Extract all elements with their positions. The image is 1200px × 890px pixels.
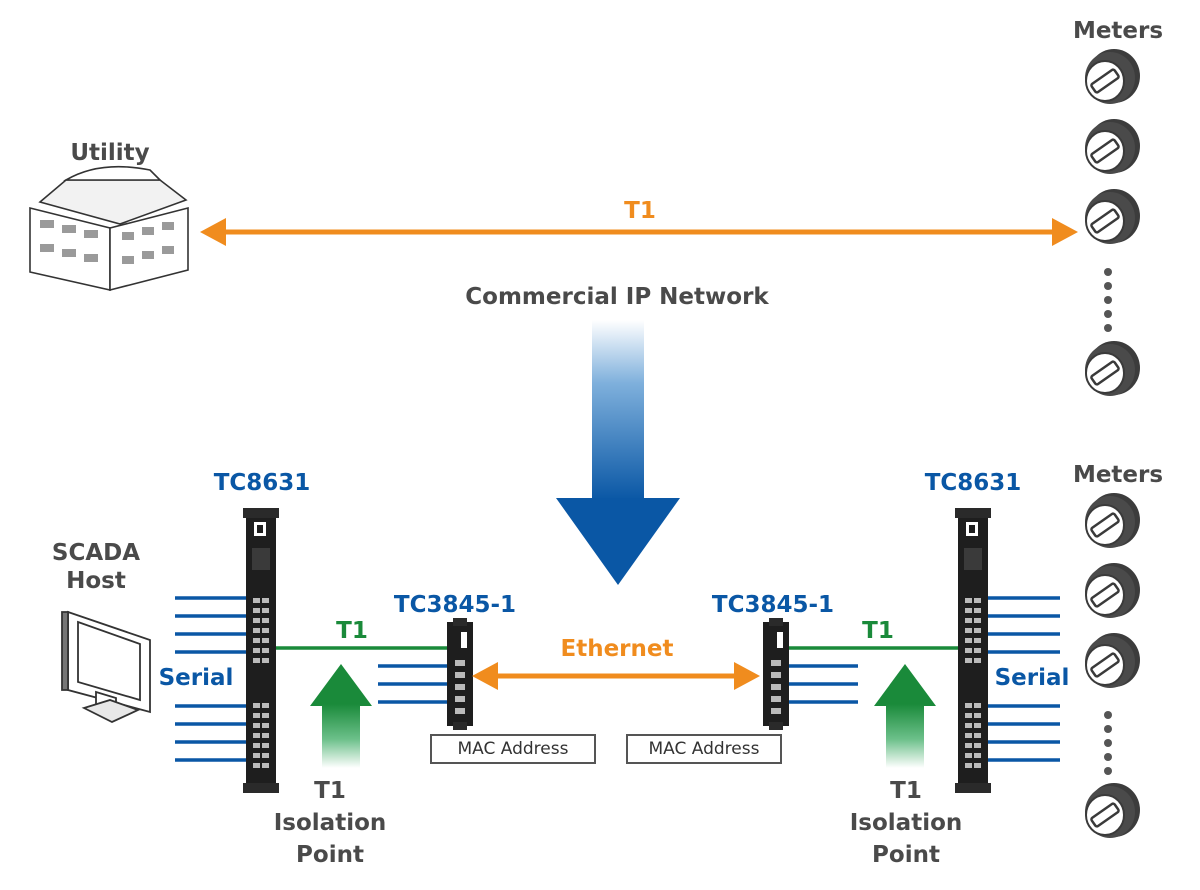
tc8631-right-label: TC8631 — [924, 470, 1022, 496]
building-icon — [29, 165, 189, 292]
meter-icon — [1083, 491, 1142, 550]
meters-bottom — [1083, 491, 1142, 840]
isolation-right-line2: Isolation — [849, 810, 963, 836]
serial-lines-center-right — [789, 664, 858, 704]
serial-left-label: Serial — [158, 665, 234, 691]
isolation-arrow-right — [874, 664, 936, 768]
t1-left-label: T1 — [336, 618, 368, 644]
meters-bottom-label: Meters — [1072, 462, 1164, 488]
serial-lines-left — [175, 596, 246, 762]
ethernet-label: Ethernet — [560, 636, 674, 662]
isolation-right-line3: Point — [872, 842, 940, 868]
meter-icon — [1083, 187, 1142, 246]
isolation-left-line3: Point — [296, 842, 364, 868]
rack-device-icon — [243, 508, 279, 793]
meter-icon — [1083, 631, 1142, 690]
meter-icon — [1083, 561, 1142, 620]
t1-top-label: T1 — [624, 198, 656, 224]
isolation-arrow-left — [310, 664, 372, 768]
scada-label-line1: SCADA — [51, 540, 141, 566]
utility-label: Utility — [70, 140, 150, 166]
serial-lines-center-left — [378, 664, 448, 704]
switch-device-icon — [447, 618, 473, 730]
meter-icon — [1083, 117, 1142, 176]
commercial-network-label: Commercial IP Network — [465, 284, 769, 310]
meters-top — [1083, 47, 1142, 398]
tc3845-right-label: TC3845-1 — [711, 592, 835, 618]
meter-icon — [1083, 47, 1142, 106]
mac-address-left: MAC Address — [430, 734, 596, 764]
meter-icon — [1083, 781, 1142, 840]
commercial-network-arrow — [556, 320, 680, 585]
isolation-left-line1: T1 — [314, 778, 346, 804]
tc3845-left-label: TC3845-1 — [393, 592, 517, 618]
isolation-right-line1: T1 — [890, 778, 922, 804]
mac-address-right: MAC Address — [626, 734, 782, 764]
t1-top-connection — [200, 218, 1078, 246]
monitor-icon — [61, 610, 151, 723]
tc8631-left-label: TC8631 — [213, 470, 311, 496]
isolation-left-line2: Isolation — [273, 810, 387, 836]
meters-top-label: Meters — [1072, 18, 1164, 44]
switch-device-icon — [763, 618, 789, 730]
serial-lines-right — [988, 596, 1060, 762]
scada-label-line2: Host — [66, 568, 126, 594]
serial-right-label: Serial — [994, 665, 1070, 691]
rack-device-icon — [955, 508, 991, 793]
t1-right-label: T1 — [862, 618, 894, 644]
ethernet-connection — [472, 662, 760, 690]
meter-icon — [1083, 339, 1142, 398]
